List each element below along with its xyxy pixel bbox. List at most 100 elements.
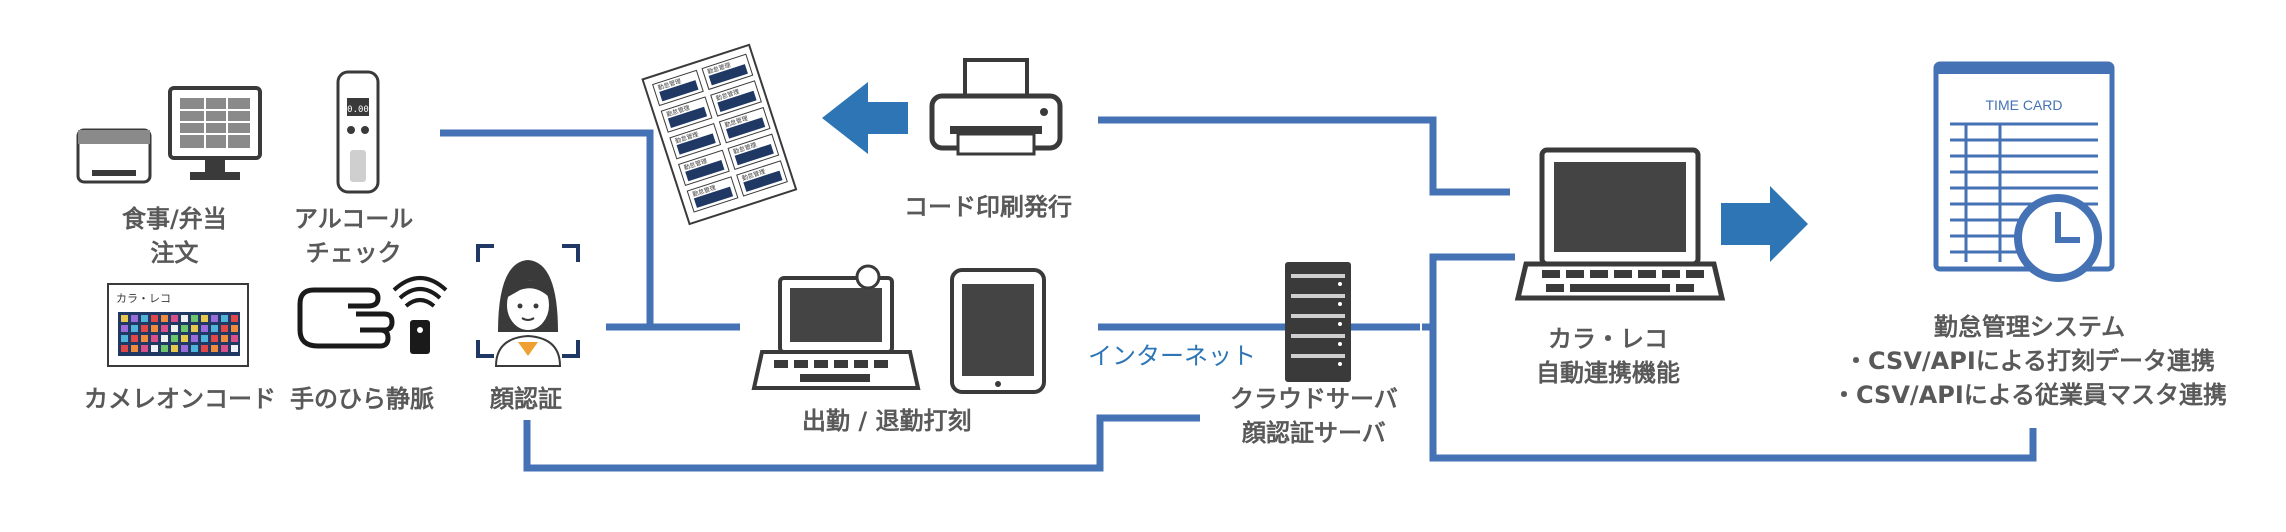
code-cell (201, 315, 208, 322)
karareko-label-line1: カラ・レコ (1548, 325, 1668, 353)
code-cell (121, 345, 128, 352)
code-cell (131, 345, 138, 352)
code-cell (131, 325, 138, 332)
code-cell (151, 315, 158, 322)
code-cell (191, 345, 198, 352)
code-cell (221, 325, 228, 332)
palm-vein-label: 手のひら静脈 (290, 385, 434, 413)
code-cell (211, 315, 218, 322)
alcohol-check-label-line2: チェック (305, 239, 402, 267)
code-cell (211, 335, 218, 342)
food-order-label: 食事/弁当 注文 (122, 202, 227, 270)
karareko-label-line2: 自動連携機能 (1536, 359, 1680, 387)
cloud-server-label-line2: 顔認証サーバ (1242, 419, 1386, 447)
code-ticket-code (667, 106, 708, 129)
time-card-icon: TIME CARD (1933, 61, 2115, 282)
code-ticket-code (685, 160, 725, 182)
code-cell (191, 335, 198, 342)
code-card-label: カラ・レコ (116, 292, 171, 305)
code-cell (201, 325, 208, 332)
code-cell (121, 335, 128, 342)
line-face-to-cloud-bottom (523, 414, 1200, 472)
code-cell (201, 335, 208, 342)
code-cell (141, 335, 148, 342)
karareko-label: カラ・レコ 自動連携機能 (1536, 322, 1680, 390)
line-printer-to-karareko (1098, 116, 1510, 196)
code-cell (141, 325, 148, 332)
code-cell (221, 315, 228, 322)
food-order-terminal-icon (76, 86, 262, 184)
face-auth-label: 顔認証 (490, 385, 562, 413)
code-cell (181, 335, 188, 342)
arrow-right-icon (1721, 186, 1808, 262)
code-ticket-code (743, 170, 783, 192)
code-cell (161, 325, 168, 332)
code-cell (151, 345, 158, 352)
code-cell (171, 335, 178, 342)
printer-icon (929, 58, 1063, 156)
code-ticket-code (708, 64, 748, 86)
code-cell (171, 345, 178, 352)
karareko-laptop-icon (1514, 147, 1726, 301)
code-cell (121, 315, 128, 322)
code-cell (181, 345, 188, 352)
cloud-server-label: クラウドサーバ 顔認証サーバ (1230, 382, 1398, 450)
alcohol-check-label-line1: アルコール (294, 205, 414, 233)
code-cell (221, 335, 228, 342)
palm-vein-icon (297, 276, 448, 354)
code-cell (181, 315, 188, 322)
code-cell (201, 345, 208, 352)
attendance-system-feature-1: ・CSV/APIによる打刻データ連携 (1844, 347, 2216, 375)
connection-lines (440, 116, 2037, 472)
code-cell (211, 345, 218, 352)
chameleon-code-label: カメレオンコード (84, 385, 276, 413)
code-cell (141, 345, 148, 352)
code-cell (231, 335, 238, 342)
code-cell (151, 335, 158, 342)
code-cell (161, 335, 168, 342)
code-cell (151, 325, 158, 332)
code-cell (211, 325, 218, 332)
code-cell (221, 345, 228, 352)
code-cell (141, 315, 148, 322)
line-devices-to-hub (440, 129, 740, 331)
code-cell (171, 315, 178, 322)
attendance-system-feature-2: ・CSV/APIによる従業員マスタ連携 (1832, 381, 2228, 409)
timecard-header: TIME CARD (1986, 97, 2063, 113)
code-cell (161, 315, 168, 322)
code-cell (181, 325, 188, 332)
code-cell (131, 315, 138, 322)
cloud-server-icon (1285, 262, 1351, 382)
code-cell (171, 325, 178, 332)
code-ticket-code (726, 117, 766, 139)
cloud-server-label-line1: クラウドサーバ (1230, 385, 1398, 413)
attendance-system-title: 勤怠管理システム (1933, 313, 2126, 341)
code-ticket-code (734, 143, 774, 166)
code-ticket-code (717, 90, 757, 112)
code-cell (161, 345, 168, 352)
alcohol-checker-icon: 0.00 (336, 70, 380, 194)
clock-in-out-label: 出勤 / 退勤打刻 (802, 407, 972, 435)
food-order-label-line1: 食事/弁当 (122, 205, 227, 233)
code-cell (231, 325, 238, 332)
line-cloud-to-karareko (1422, 253, 1515, 331)
face-recognition-icon (476, 244, 580, 367)
code-cell (231, 345, 238, 352)
code-ticket-code (659, 80, 699, 102)
code-cell (191, 325, 198, 332)
arrow-left-icon (822, 82, 908, 154)
code-cell (231, 315, 238, 322)
code-ticket-code (676, 133, 716, 155)
clock-laptop-icon (751, 264, 921, 390)
svg-text:0.00: 0.00 (347, 105, 369, 115)
code-cell (121, 325, 128, 332)
code-ticket-code (693, 186, 734, 208)
alcohol-check-label: アルコール チェック (294, 202, 413, 270)
internet-label: インターネット (1088, 342, 1256, 370)
food-order-label-line2: 注文 (150, 239, 199, 267)
code-print-label: コード印刷発行 (904, 193, 1072, 221)
code-cell (131, 335, 138, 342)
clock-tablet-icon (950, 268, 1046, 394)
